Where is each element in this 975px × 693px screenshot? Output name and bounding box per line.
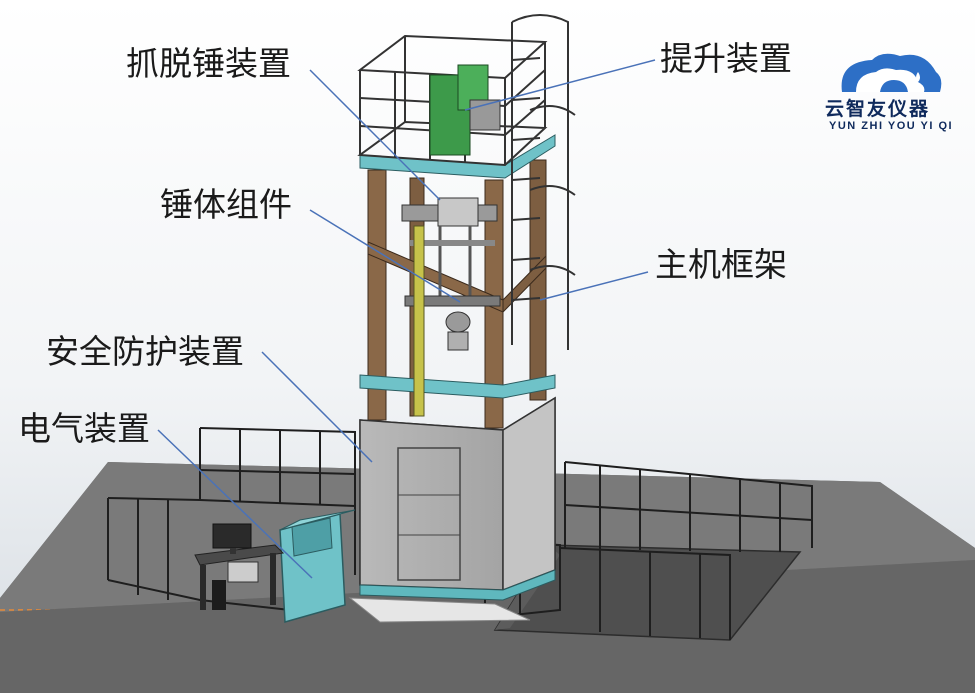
right-safety-fence	[484, 461, 813, 640]
label-safety-protection-device: 安全防护装置	[46, 332, 244, 371]
label-electrical-device: 电气装置	[18, 409, 150, 448]
label-lifting-device: 提升装置	[660, 39, 792, 78]
hammer-assembly	[401, 197, 501, 417]
brand-logo-mark	[841, 53, 942, 92]
side-ladder	[511, 14, 576, 350]
label-grab-hammer-device: 抓脱锤装置	[126, 44, 291, 83]
electrical-cabinet	[279, 509, 356, 623]
label-hammer-body-assembly: 锤体组件	[160, 185, 292, 224]
label-main-frame: 主机框架	[655, 245, 787, 284]
lifting-device	[429, 64, 501, 156]
leader-lines	[157, 59, 656, 579]
left-safety-fence	[107, 427, 356, 611]
safety-enclosure	[348, 396, 556, 623]
brand-name-cn: 云智友仪器	[825, 98, 931, 120]
brand-logo: 云智友仪器 YUN ZHI YOU YI QI	[820, 48, 960, 138]
brand-name-en: YUN ZHI YOU YI QI	[829, 120, 954, 132]
operator-desk	[194, 523, 285, 610]
